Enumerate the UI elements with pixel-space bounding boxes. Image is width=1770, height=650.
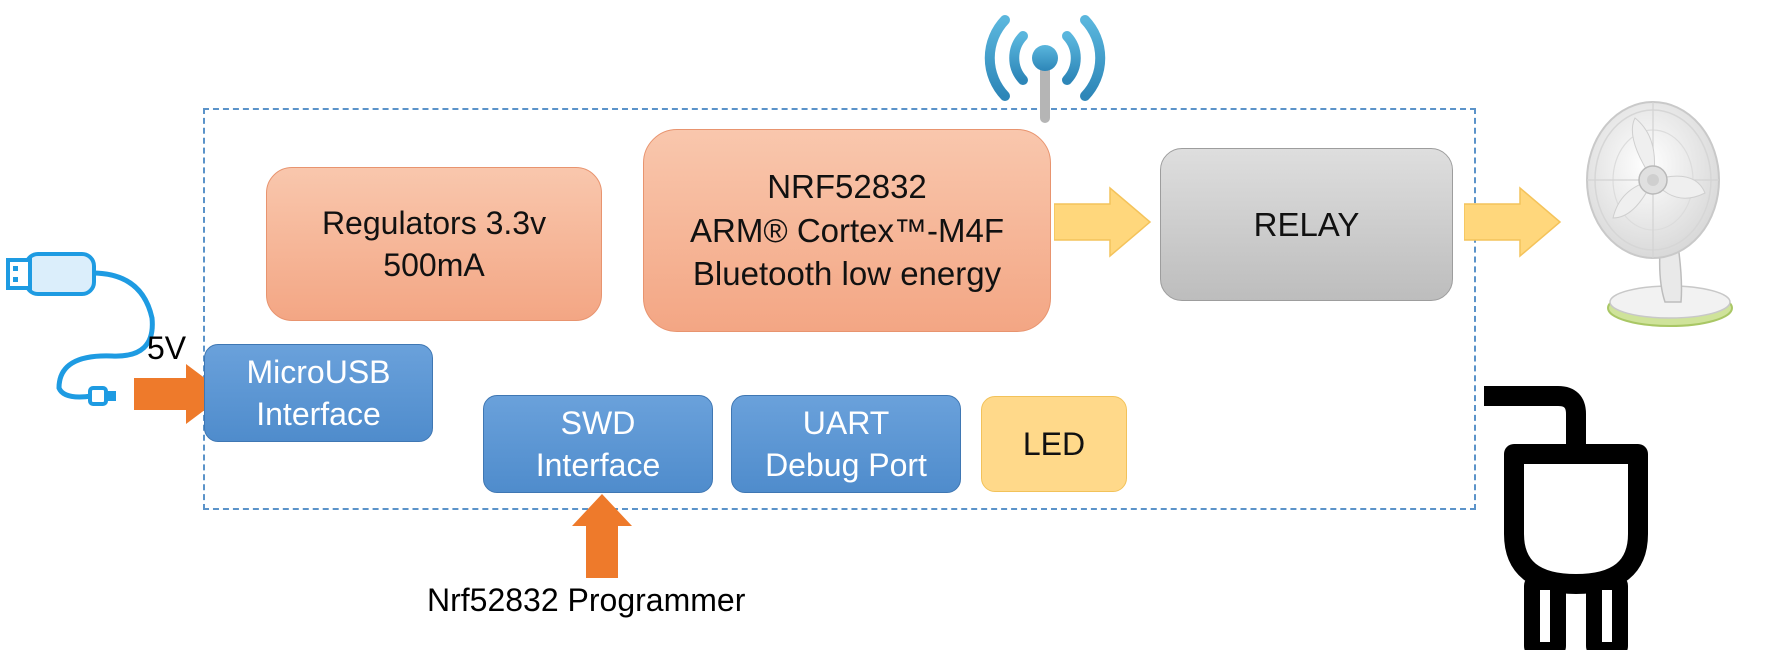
voltage-label: 5V — [147, 330, 187, 366]
arrow-relay-to-fan — [1464, 186, 1562, 258]
relay-block: RELAY — [1160, 148, 1453, 301]
microusb-block: MicroUSB Interface — [204, 344, 433, 442]
swd-line2: Interface — [535, 447, 661, 483]
mcu-block: NRF52832 ARM® Cortex™-M4F Bluetooth low … — [643, 129, 1051, 332]
regulators-line2: 500mA — [383, 247, 485, 283]
programmer-label: Nrf52832 Programmer — [427, 582, 746, 618]
mcu-line2: ARM® Cortex™-M4F — [690, 211, 1004, 249]
mcu-line1: NRF52832 — [767, 168, 927, 206]
led-label: LED — [1022, 425, 1086, 462]
swd-line1: SWD — [560, 404, 636, 441]
microusb-line1: MicroUSB — [246, 353, 391, 390]
uart-block: UART Debug Port — [731, 395, 961, 493]
relay-label: RELAY — [1253, 205, 1360, 243]
regulators-line1: Regulators 3.3v — [321, 204, 547, 241]
arrow-mcu-to-relay — [1054, 186, 1152, 258]
led-block: LED — [981, 396, 1127, 492]
regulators-block: Regulators 3.3v 500mA — [266, 167, 602, 321]
board-boundary — [203, 108, 1476, 510]
microusb-line2: Interface — [256, 396, 381, 432]
swd-block: SWD Interface — [483, 395, 713, 493]
arrow-power-in — [134, 364, 226, 424]
wifi-antenna-icon — [984, 15, 1106, 123]
mcu-line3: Bluetooth low energy — [692, 255, 1002, 293]
uart-line1: UART — [802, 404, 890, 441]
desk-fan-icon — [1586, 101, 1733, 327]
power-plug-icon — [1484, 386, 1648, 650]
usb-cable-icon — [6, 252, 155, 406]
uart-line2: Debug Port — [765, 447, 927, 483]
arrow-programmer-to-swd — [572, 494, 632, 578]
